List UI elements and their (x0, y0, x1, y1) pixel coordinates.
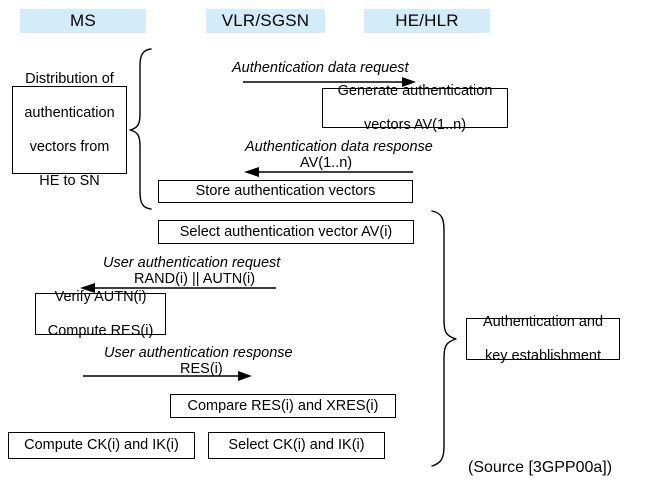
action-box-store-av: Store authentication vectors (158, 180, 413, 203)
message-user-auth-response-name: User authentication response (104, 345, 293, 361)
column-header-he-hlr: HE/HLR (364, 9, 490, 33)
message-arrow-auth-data-response (244, 167, 413, 177)
message-arrow-auth-data-request (243, 77, 416, 87)
action-verify-compute-text: Verify AUTN(i) Compute RES(i) (40, 289, 161, 340)
column-header-vlr-sgsn-label: VLR/SGSN (221, 11, 310, 30)
message-user-auth-response-payload: RES(i) (180, 361, 223, 377)
action-box-select-keys: Select CK(i) and IK(i) (208, 432, 385, 459)
message-label-auth-data-response: Authentication data response (245, 139, 433, 155)
action-generate-av-text: Generate authentication vectors AV(1..n) (327, 83, 503, 134)
action-box-verify-compute: Verify AUTN(i) Compute RES(i) (35, 289, 166, 339)
message-label-auth-data-request: Authentication data request (232, 60, 409, 76)
message-arrow-user-auth-response (83, 371, 252, 381)
action-box-compute-keys: Compute CK(i) and IK(i) (8, 432, 195, 459)
message-label-user-auth-response: User authentication response (104, 345, 293, 361)
source-caption-text: (Source [3GPP00a]) (468, 459, 613, 476)
source-caption: (Source [3GPP00a]) (468, 458, 612, 477)
phase-auth-key-line1: Authentication and (482, 313, 604, 330)
message-label-user-auth-request: User authentication request (103, 255, 280, 271)
message-payload-auth-data-response: AV(1..n) (300, 155, 352, 171)
action-generate-av-line2: vectors AV(1..n) (363, 116, 467, 133)
phase-box-distribution-text: Distribution of authentication vectors f… (17, 71, 122, 190)
action-compute-keys-line1: Compute CK(i) and IK(i) (24, 437, 179, 453)
action-verify-compute-line2: Compute RES(i) (47, 322, 154, 339)
action-verify-compute-line1: Verify AUTN(i) (54, 288, 147, 305)
message-auth-data-request-name: Authentication data request (232, 60, 409, 76)
message-auth-data-response-payload: AV(1..n) (300, 155, 353, 171)
phase-box-distribution: Distribution of authentication vectors f… (12, 71, 127, 189)
action-box-select-av: Select authentication vector AV(i) (158, 220, 414, 244)
action-box-compare-res: Compare RES(i) and XRES(i) (170, 394, 396, 418)
action-compare-res-line1: Compare RES(i) and XRES(i) (187, 397, 379, 414)
action-select-keys-line1: Select CK(i) and IK(i) (228, 437, 365, 453)
column-header-ms-label: MS (70, 11, 96, 30)
phase-box-auth-key-text: Authentication and key establishment (471, 314, 615, 365)
message-payload-user-auth-request: RAND(i) || AUTN(i) (134, 271, 255, 287)
message-payload-user-auth-response: RES(i) (180, 361, 223, 377)
phase-box-auth-key-establishment: Authentication and key establishment (466, 314, 620, 364)
message-arrow-user-auth-request (80, 283, 276, 293)
message-auth-data-response-name: Authentication data response (245, 139, 433, 155)
phase-distribution-line2: authentication (24, 104, 115, 121)
phase-distribution-line4: HE to SN (39, 172, 100, 189)
column-header-vlr-sgsn: VLR/SGSN (206, 9, 325, 33)
column-header-ms: MS (20, 9, 146, 33)
message-user-auth-request-payload: RAND(i) || AUTN(i) (134, 271, 256, 287)
phase-distribution-line3: vectors from (29, 138, 110, 155)
action-select-av-line1: Select authentication vector AV(i) (179, 223, 393, 240)
phase-auth-key-line2: key establishment (484, 347, 602, 364)
left-phase-brace-icon (129, 48, 152, 210)
action-generate-av-line1: Generate authentication (337, 82, 493, 99)
phase-distribution-line1: Distribution of (25, 70, 114, 87)
column-header-he-hlr-label: HE/HLR (395, 11, 459, 30)
action-box-generate-av: Generate authentication vectors AV(1..n) (322, 83, 508, 133)
right-phase-brace-icon (431, 210, 457, 467)
action-store-av-line1: Store authentication vectors (195, 183, 376, 199)
message-user-auth-request-name: User authentication request (103, 255, 281, 271)
